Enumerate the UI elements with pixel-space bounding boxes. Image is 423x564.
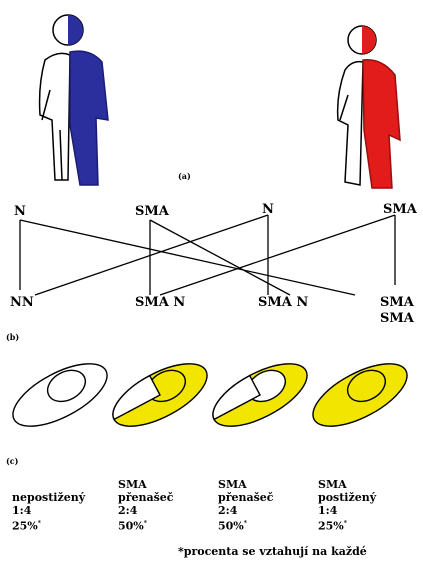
column-ratio: 2:4	[118, 504, 138, 517]
top-allele-1: N	[14, 204, 26, 219]
cell-carrier-1	[112, 363, 208, 427]
genotype-3: SMA N	[258, 295, 309, 310]
genotype-1: NN	[10, 295, 34, 310]
column-label: přenašeč	[118, 491, 174, 504]
column-percent: 50%*	[218, 519, 247, 533]
column-ratio: 1:4	[12, 504, 32, 517]
panel-a-label: (a)	[178, 171, 191, 181]
father-figure	[38, 14, 109, 186]
genotype-2: SMA N	[135, 295, 186, 310]
column-carrier-2: SMA přenašeč 2:4 50%*	[218, 478, 274, 533]
panel-c-label: (c)	[6, 456, 19, 466]
column-head: SMA	[218, 478, 247, 491]
column-affected: SMA postižený 1:4 25%*	[318, 478, 376, 533]
column-label: nepostižený	[12, 491, 86, 504]
mother-figure	[336, 25, 401, 189]
column-unaffected: nepostižený 1:4 25%*	[12, 478, 85, 533]
column-head: SMA	[318, 478, 347, 491]
footnote: *procenta se vztahují na každé	[178, 545, 367, 558]
column-head	[12, 478, 85, 491]
column-carrier-1: SMA přenašeč 2:4 50%*	[118, 478, 174, 533]
cell-affected	[312, 363, 408, 427]
column-head: SMA	[118, 478, 147, 491]
genotype-4a: SMA	[380, 295, 414, 310]
column-percent: 25%*	[12, 519, 41, 533]
top-allele-4: SMA	[383, 202, 417, 217]
column-percent: 50%*	[118, 519, 147, 533]
top-allele-2: SMA	[135, 204, 169, 219]
cell-carrier-2	[212, 363, 308, 427]
column-percent: 25%*	[318, 519, 347, 533]
top-allele-3: N	[262, 202, 274, 217]
panel-b-label: (b)	[6, 332, 20, 342]
cells-row	[12, 363, 408, 427]
column-label: postižený	[318, 491, 377, 504]
column-ratio: 1:4	[318, 504, 338, 517]
parents-figures	[38, 14, 401, 189]
cross-diagram	[19, 214, 396, 296]
cell-unaffected	[12, 363, 108, 427]
column-ratio: 2:4	[218, 504, 238, 517]
genotype-4b: SMA	[380, 311, 414, 326]
column-label: přenašeč	[218, 491, 274, 504]
